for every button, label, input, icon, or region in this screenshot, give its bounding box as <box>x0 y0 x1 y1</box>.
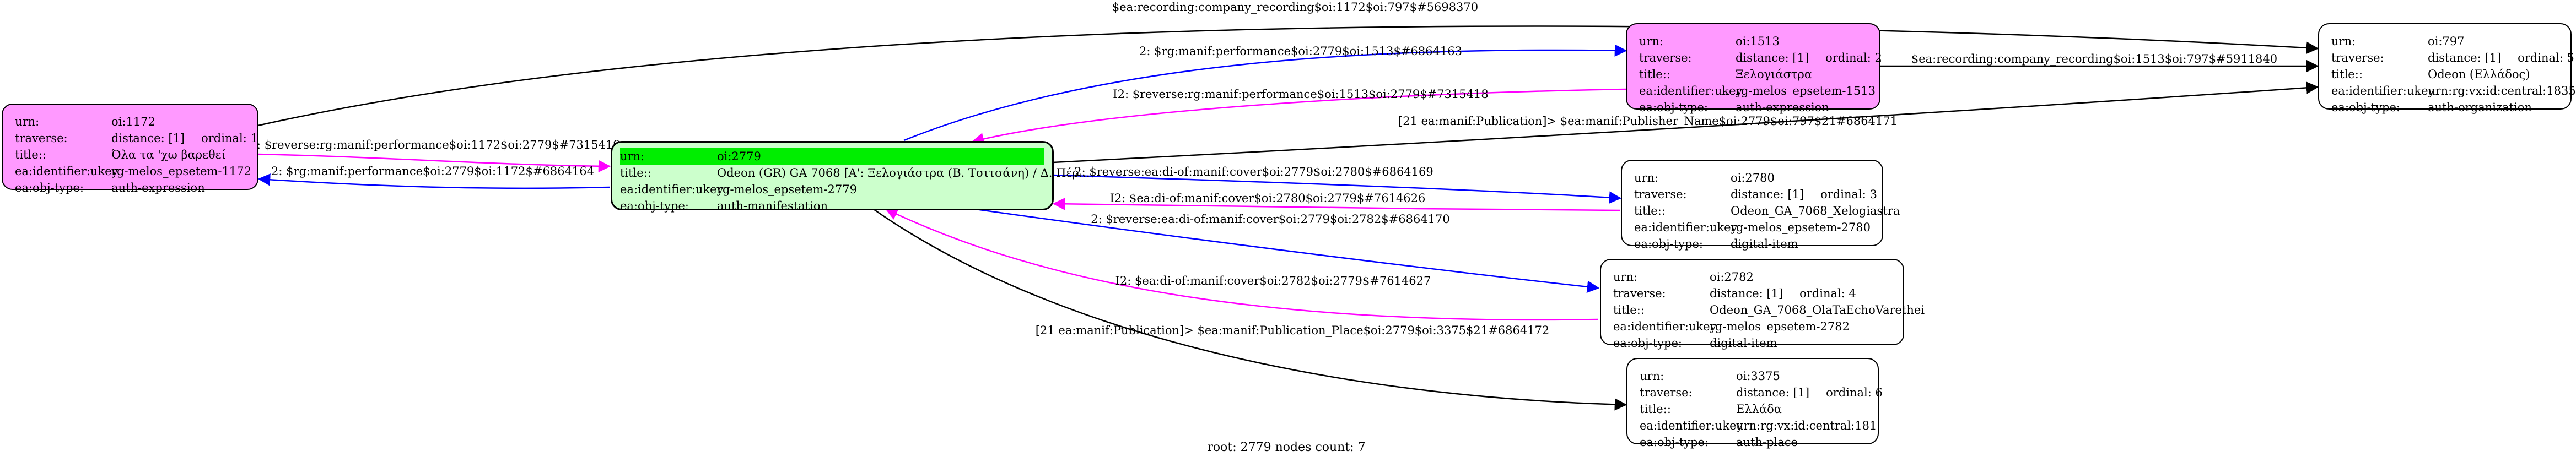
edge-2779-1513: 2: $rg:manif:performance$oi:2779$oi:1513… <box>903 44 1627 142</box>
edge-label: I2: $ea:di-of:manif:cover$oi:2782$oi:277… <box>1115 274 1431 287</box>
field-urn: urn:oi:3375 <box>1640 369 1780 383</box>
field-urn: urn:oi:2779 <box>620 148 1044 165</box>
field-urn: urn:oi:1513 <box>1639 35 1780 48</box>
edge-label: $ea:recording:company_recording$oi:1172$… <box>1112 1 1478 14</box>
field-urn: urn:oi:1172 <box>15 115 155 128</box>
edge-label: I2: $reverse:rg:manif:performance$oi:151… <box>1113 88 1488 101</box>
field-urn: urn:oi:797 <box>2331 35 2465 48</box>
field-traverse: traverse:distance: [1]ordinal: 4 <box>1613 287 1856 300</box>
node-oi-3375[interactable]: urn:oi:3375 traverse:distance: [1]ordina… <box>1626 358 1883 449</box>
edge-label: $ea:recording:company_recording$oi:1513$… <box>1911 52 2277 66</box>
field-urn: urn:oi:2782 <box>1613 270 1754 284</box>
field-title: title::Odeon_GA_7068_OlaTaEchoVarethei <box>1613 303 1925 317</box>
field-traverse: traverse:distance: [1]ordinal: 1 <box>15 132 258 145</box>
edge-2779-3375: [21 ea:manif:Publication]> $ea:manif:Pub… <box>873 208 1627 411</box>
graph-footer: root: 2779 nodes count: 7 <box>1207 441 1366 454</box>
field-title: title::Odeon (GR) GA 7068 [Α': Ξελογιάστ… <box>620 166 1090 180</box>
field-title: title::Odeon_GA_7068_Xelogiastra <box>1634 204 1900 218</box>
edge-2779-2782: 2: $reverse:ea:di-of:manif:cover$oi:2779… <box>975 208 1600 293</box>
edge-label: 2: $rg:manif:performance$oi:2779$oi:1172… <box>271 165 594 178</box>
edge-label: [21 ea:manif:Publication]> $ea:manif:Pub… <box>1036 324 1550 337</box>
field-objtype: ea:obj-type:auth-manifestation <box>620 199 828 213</box>
edge-2779-797: [21 ea:manif:Publication]> $ea:manif:Pub… <box>1052 81 2319 164</box>
edge-1513-2779: I2: $reverse:rg:manif:performance$oi:151… <box>971 88 1626 145</box>
node-oi-1172[interactable]: urn:oi:1172 traverse:distance: [1]ordina… <box>2 104 258 194</box>
edge-label: 2: $rg:manif:performance$oi:2779$oi:1513… <box>1139 45 1462 58</box>
edge-label: I2: $reverse:rg:manif:performance$oi:117… <box>245 138 620 151</box>
field-objtype: ea:obj-type:digital-item <box>1613 336 1777 350</box>
edge-label: 2: $reverse:ea:di-of:manif:cover$oi:2779… <box>1074 165 1433 178</box>
edge-label: 2: $reverse:ea:di-of:manif:cover$oi:2779… <box>1091 213 1450 226</box>
edge-1172-2779: I2: $reverse:rg:manif:performance$oi:117… <box>245 138 621 173</box>
field-traverse: traverse:distance: [1]ordinal: 2 <box>1639 51 1882 64</box>
field-objtype: ea:obj-type:digital-item <box>1634 237 1798 251</box>
field-title: title::Odeon (Ελλάδος) <box>2331 68 2530 81</box>
field-objtype: ea:obj-type:auth-expression <box>15 181 205 194</box>
field-title: title::Όλα τα 'χω βαρεθεί <box>15 148 226 161</box>
node-oi-1513[interactable]: urn:oi:1513 traverse:distance: [1]ordina… <box>1626 23 1882 114</box>
edge-label: [21 ea:manif:Publication]> $ea:manif:Pub… <box>1398 115 1898 128</box>
field-traverse: traverse:distance: [1]ordinal: 3 <box>1634 188 1877 201</box>
edge-2779-1172: 2: $rg:manif:performance$oi:2779$oi:1172… <box>257 165 610 189</box>
field-traverse: traverse:distance: [1]ordinal: 5 <box>2331 51 2574 64</box>
node-oi-797[interactable]: urn:oi:797 traverse:distance: [1]ordinal… <box>2318 23 2576 114</box>
edge-label: I2: $ea:di-of:manif:cover$oi:2780$oi:277… <box>1110 192 1426 205</box>
edge-2779-2780: 2: $reverse:ea:di-of:manif:cover$oi:2779… <box>1052 165 1622 204</box>
field-urn: urn:oi:2780 <box>1634 171 1775 184</box>
field-title: title::Ξελογιάστρα <box>1639 68 1813 81</box>
edge-2780-2779: I2: $ea:di-of:manif:cover$oi:2780$oi:277… <box>1052 192 1621 211</box>
field-objtype: ea:obj-type:auth-place <box>1640 436 1798 449</box>
field-title: title::Ελλάδα <box>1640 403 1782 416</box>
node-oi-2782[interactable]: urn:oi:2782 traverse:distance: [1]ordina… <box>1600 259 1925 350</box>
node-oi-2780[interactable]: urn:oi:2780 traverse:distance: [1]ordina… <box>1621 160 1900 251</box>
field-objtype: ea:obj-type:auth-organization <box>2331 101 2532 114</box>
edge-1172-797: $ea:recording:company_recording$oi:1172$… <box>257 1 2319 127</box>
edge-2782-2779: I2: $ea:di-of:manif:cover$oi:2782$oi:277… <box>885 208 1599 321</box>
field-objtype: ea:obj-type:auth-expression <box>1639 101 1829 114</box>
field-traverse: traverse:distance: [1]ordinal: 6 <box>1640 386 1883 399</box>
node-oi-2779[interactable]: urn:oi:2779 title::Odeon (GR) GA 7068 [Α… <box>611 141 1090 213</box>
edge-1513-797: $ea:recording:company_recording$oi:1513$… <box>1880 52 2319 73</box>
